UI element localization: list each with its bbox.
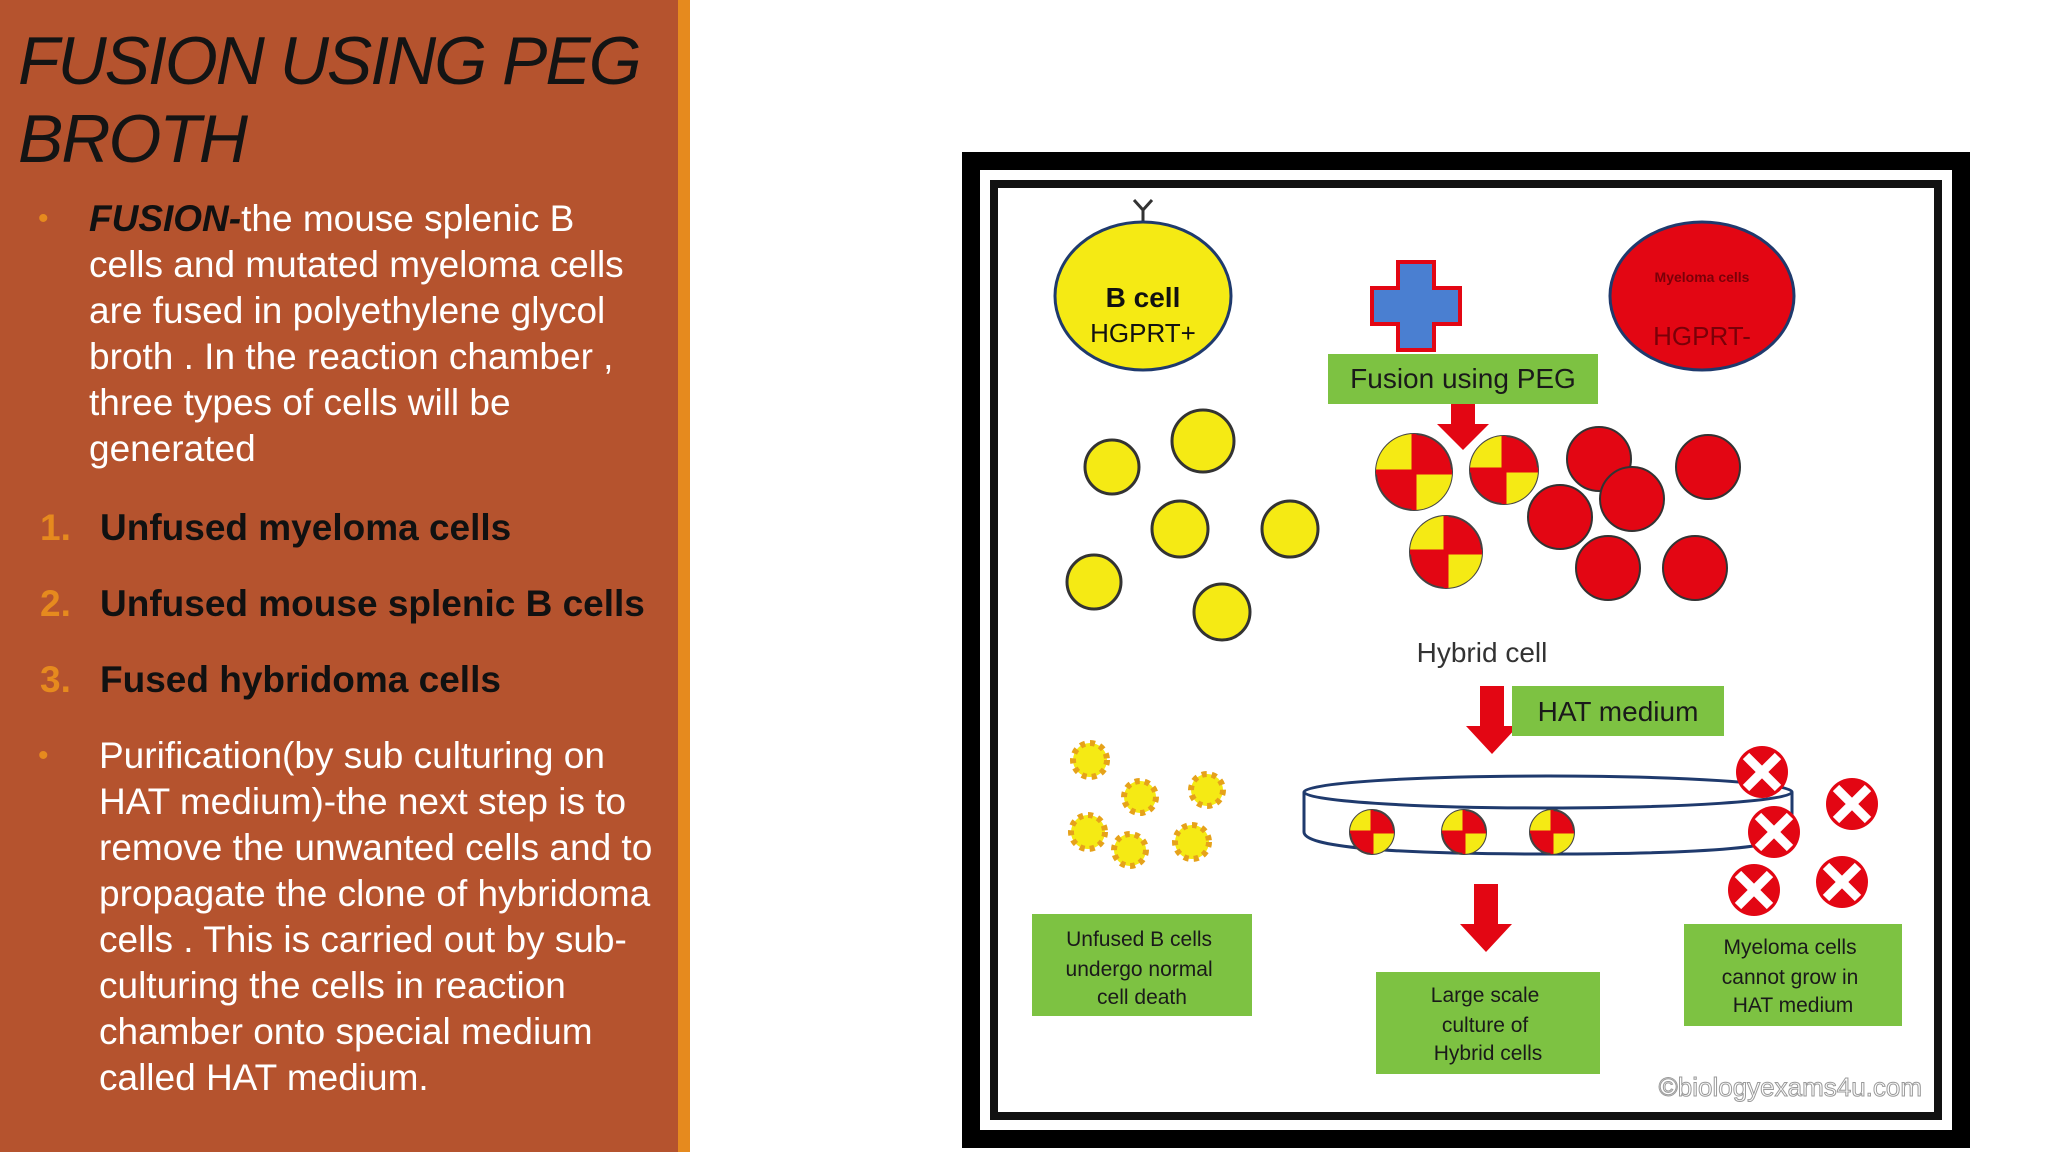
down-arrow-icon: [1460, 884, 1512, 952]
dying-b-cell-icon: [1121, 778, 1159, 816]
myeloma-cells-cluster: [1527, 426, 1741, 601]
unfused-b-label-box: [1032, 914, 1252, 1016]
b-cell-icon: [1053, 220, 1233, 372]
dead-myeloma-icon: [1736, 746, 1788, 798]
hybrid-cells-cluster: [1375, 433, 1539, 589]
purification-text: Purification(by sub culturing on HAT med…: [99, 735, 653, 1098]
slide-title: FUSION USING PEG BROTH: [18, 23, 642, 177]
large-scale-label: Large scale culture of Hybrid cells: [1431, 984, 1545, 1065]
bullet-icon: •: [38, 739, 49, 772]
hybrid-cell-icon: [1375, 433, 1453, 511]
fusion-label-box: [1328, 354, 1598, 404]
unfused-b-label: Unfused B cells undergo normal cell deat…: [1066, 928, 1219, 1009]
dying-b-cells-cluster: [1068, 740, 1226, 869]
b-cell-small: [1170, 408, 1236, 474]
b-cell-small: [1150, 499, 1210, 559]
b-cell-small: [1192, 582, 1252, 642]
dead-myeloma-icon: [1728, 864, 1780, 916]
down-arrow-icon: [1466, 686, 1518, 754]
accent-bar: [678, 0, 690, 1152]
hat-label: HAT medium: [1538, 696, 1699, 727]
dying-b-cell-icon: [1188, 771, 1226, 809]
myeloma-marker: HGPRT-: [1653, 321, 1751, 351]
list-item-3: 3. Fused hybridoma cells: [40, 657, 501, 703]
list-item-1: 1. Unfused myeloma cells: [40, 505, 511, 551]
list-item-label: Unfused mouse splenic B cells: [100, 583, 645, 624]
b-cell-small: [1065, 553, 1123, 611]
myeloma-title: Myeloma cells: [1655, 269, 1750, 285]
list-item-2: 2. Unfused mouse splenic B cells: [40, 581, 645, 627]
list-item-label: Fused hybridoma cells: [100, 659, 501, 700]
dead-myeloma-icon: [1826, 778, 1878, 830]
myeloma-cell-small: [1662, 535, 1728, 601]
list-number: 1.: [40, 507, 71, 548]
b-cell-small: [1083, 438, 1141, 496]
fusion-term: FUSION-: [89, 198, 242, 239]
list-item-label: Unfused myeloma cells: [100, 507, 512, 548]
myeloma-cell-small: [1527, 484, 1593, 550]
left-panel: [0, 0, 690, 1152]
myeloma-cannot-label: Myeloma cells cannot grow in HAT medium: [1722, 936, 1864, 1017]
dying-myeloma-cluster: [1728, 746, 1878, 916]
bullet-icon: •: [38, 202, 49, 235]
fusion-label: Fusion using PEG: [1350, 363, 1576, 394]
list-number: 2.: [40, 583, 71, 624]
b-cells-cluster: [1065, 408, 1320, 642]
intro-text: the mouse splenic B cells and mutated my…: [89, 198, 624, 469]
intro-paragraph: • FUSION-the mouse splenic B cells and m…: [38, 196, 658, 472]
myeloma-cell-icon: [1608, 220, 1796, 372]
dying-b-cell-icon: [1172, 822, 1212, 862]
dying-b-cell-icon: [1068, 812, 1108, 852]
hybrid-cell-icon: [1409, 515, 1483, 589]
dying-b-cell-icon: [1111, 831, 1149, 869]
petri-dish-icon: [1302, 774, 1794, 856]
list-number: 3.: [40, 659, 71, 700]
hybridoma-fusion-figure: B cell HGPRT+ Myeloma cells HGPRT- Fusio…: [962, 152, 1970, 1148]
down-arrow-icon: [1437, 404, 1489, 450]
myeloma-cell-small: [1599, 466, 1665, 532]
dying-b-cell-icon: [1070, 740, 1110, 780]
myeloma-cell-small: [1575, 535, 1641, 601]
large-scale-label-box: [1376, 972, 1600, 1074]
b-cell-title: B cell: [1106, 282, 1181, 313]
myeloma-cell-small: [1675, 434, 1741, 500]
dead-myeloma-icon: [1748, 806, 1800, 858]
myeloma-cannot-label-box: [1684, 924, 1902, 1026]
plus-icon: [1370, 260, 1462, 352]
hat-label-box: [1512, 686, 1724, 736]
hybrid-cell-icon: [1469, 435, 1539, 505]
purification-paragraph: • Purification(by sub culturing on HAT m…: [38, 733, 666, 1101]
b-cell-marker: HGPRT+: [1090, 318, 1196, 348]
dead-myeloma-icon: [1816, 856, 1868, 908]
myeloma-group: Myeloma cells HGPRT-: [1608, 220, 1796, 372]
b-cell-small: [1260, 499, 1320, 559]
b-cell-group: B cell HGPRT+: [1053, 198, 1233, 372]
watermark: ©biologyexams4u.com: [1659, 1072, 1922, 1102]
hybrid-cell-label: Hybrid cell: [1417, 637, 1548, 668]
